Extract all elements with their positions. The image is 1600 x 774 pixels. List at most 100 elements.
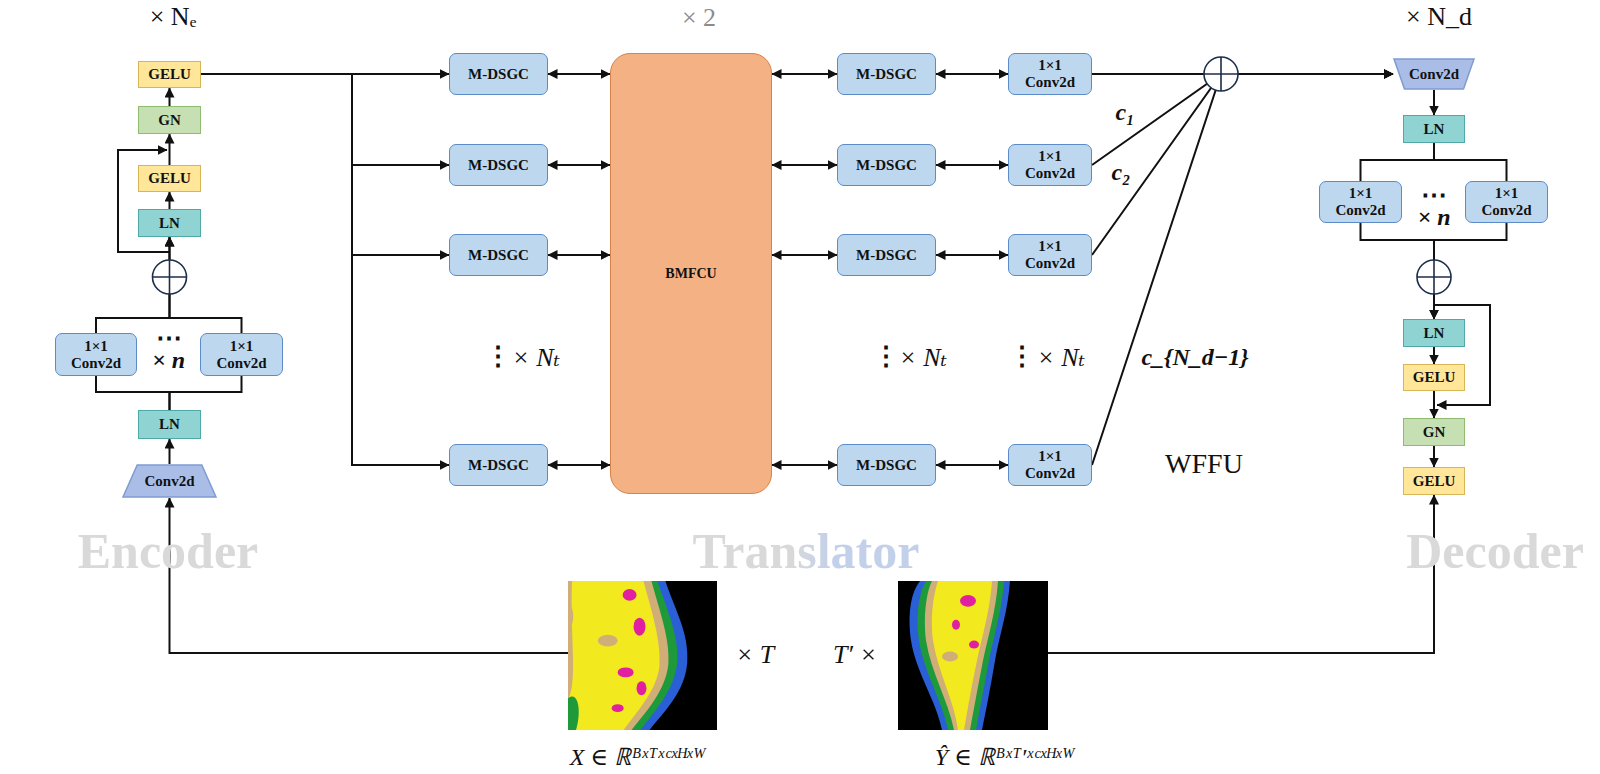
activation-block: GELU [138,61,201,88]
svg-circle [1204,57,1238,91]
node-label: 1×1 Conv2d [1009,238,1091,272]
svg-circle [1417,260,1451,294]
connector [201,74,449,255]
connector [1092,74,1393,165]
node-label: LN [1420,325,1449,342]
free-label: T′ × [833,640,877,670]
connector [772,73,837,75]
node-label: 1×1 Conv2d [56,338,136,372]
node-label: 1×1 Conv2d [1009,57,1091,91]
connector [169,192,171,209]
panel-label: Translator [693,522,920,580]
sum-symbol [1204,57,1238,91]
panel-label: Decoder [1406,522,1584,580]
radar-image-shape [568,581,717,730]
panel-label: WFFU [1165,448,1243,480]
mdsgc-block: M-DSGC [449,234,548,276]
connector [1361,143,1435,181]
edge-label: c₂ [1111,159,1130,186]
mdsgc-block: M-DSGC [449,53,548,95]
connector [548,73,610,75]
svg-path [568,581,677,730]
svg-path [153,260,187,294]
svg-path [568,581,669,730]
connector [169,134,171,165]
connector [772,164,837,166]
radar-image-shape [898,581,1048,730]
connector [548,464,610,466]
node-label: M-DSGC [464,66,533,83]
connector [96,376,170,410]
mdsgc-block: M-DSGC [837,444,936,486]
connector [169,88,171,106]
connector [936,254,1008,256]
free-label: ⋮ [1009,347,1035,367]
mdsgc-block: M-DSGC [837,144,936,186]
inner-panel [406,46,972,503]
panel-label: × Nₑ [150,2,197,32]
connector [1433,347,1435,364]
connector [1433,446,1435,467]
svg-ellipse [612,704,624,712]
fusion-block: BMFCU [610,53,772,494]
connector [936,464,1008,466]
svg-path [568,601,573,631]
panel-label: Encoder [78,522,259,580]
panel-label: X ∈ ℝᴮˣᵀˣᶜˣᴴˣᵂ [570,739,706,772]
conv-block: 1×1 Conv2d [1008,234,1092,276]
free-label: ⋮ [485,347,511,367]
node-label: Conv2d [140,473,198,490]
svg-polygon [123,465,216,497]
svg-path [918,581,1004,730]
svg-path [568,581,660,730]
free-label: × Nₜ [899,342,947,373]
free-label: ⋮ [873,347,899,367]
node-label: LN [1420,121,1449,138]
node-label: GELU [1409,473,1460,490]
connector [201,74,449,165]
norm-block: LN [1403,115,1465,143]
svg-polygon [1394,59,1474,89]
node-label: M-DSGC [464,247,533,264]
node-label: GELU [144,170,195,187]
conv-block: 1×1 Conv2d [1008,144,1092,186]
edge-label: c₁ [1115,99,1134,126]
activation-block: GELU [1403,364,1465,391]
svg-rect [996,47,1264,502]
norm-block: LN [138,410,201,439]
svg-rect [898,581,1048,730]
panel-label: × 2 [682,3,716,33]
sum-symbol [153,260,187,294]
connector [548,164,610,166]
node-label: GELU [1409,369,1460,386]
node-label: LN [155,416,184,433]
free-label: × Nₜ [512,342,560,373]
free-label: ⋯ [1421,186,1447,206]
connector [1048,495,1434,653]
conv-block: 1×1 Conv2d [55,333,137,376]
panel-label: × N_d [1406,2,1472,32]
node-label: M-DSGC [852,157,921,174]
conv-block: 1×1 Conv2d [1319,181,1402,223]
svg-ellipse [598,635,618,647]
node-label: 1×1 Conv2d [1320,185,1401,219]
svg-ellipse [952,620,960,630]
conv-block: 1×1 Conv2d [1008,53,1092,95]
activation-block: GELU [1403,467,1465,495]
node-label: GELU [144,66,195,83]
svg-ellipse [960,595,976,607]
connector [1434,143,1507,181]
connector [548,254,610,256]
node-label: M-DSGC [852,457,921,474]
free-label: × T [736,640,775,670]
radar-image: Ŷ ∈ ℝᴮˣᵀ′ˣᶜˣᴴˣᵂ [898,581,1048,730]
conv-block: Conv2d [122,464,217,498]
svg-ellipse [618,667,634,677]
decoder-panel: × N_dDecoderConv2dLN1×1 Conv2d1×1 Conv2d… [1284,46,1592,505]
free-label: × n [152,347,185,374]
svg-rect [329,37,1275,509]
connector [1433,90,1435,115]
